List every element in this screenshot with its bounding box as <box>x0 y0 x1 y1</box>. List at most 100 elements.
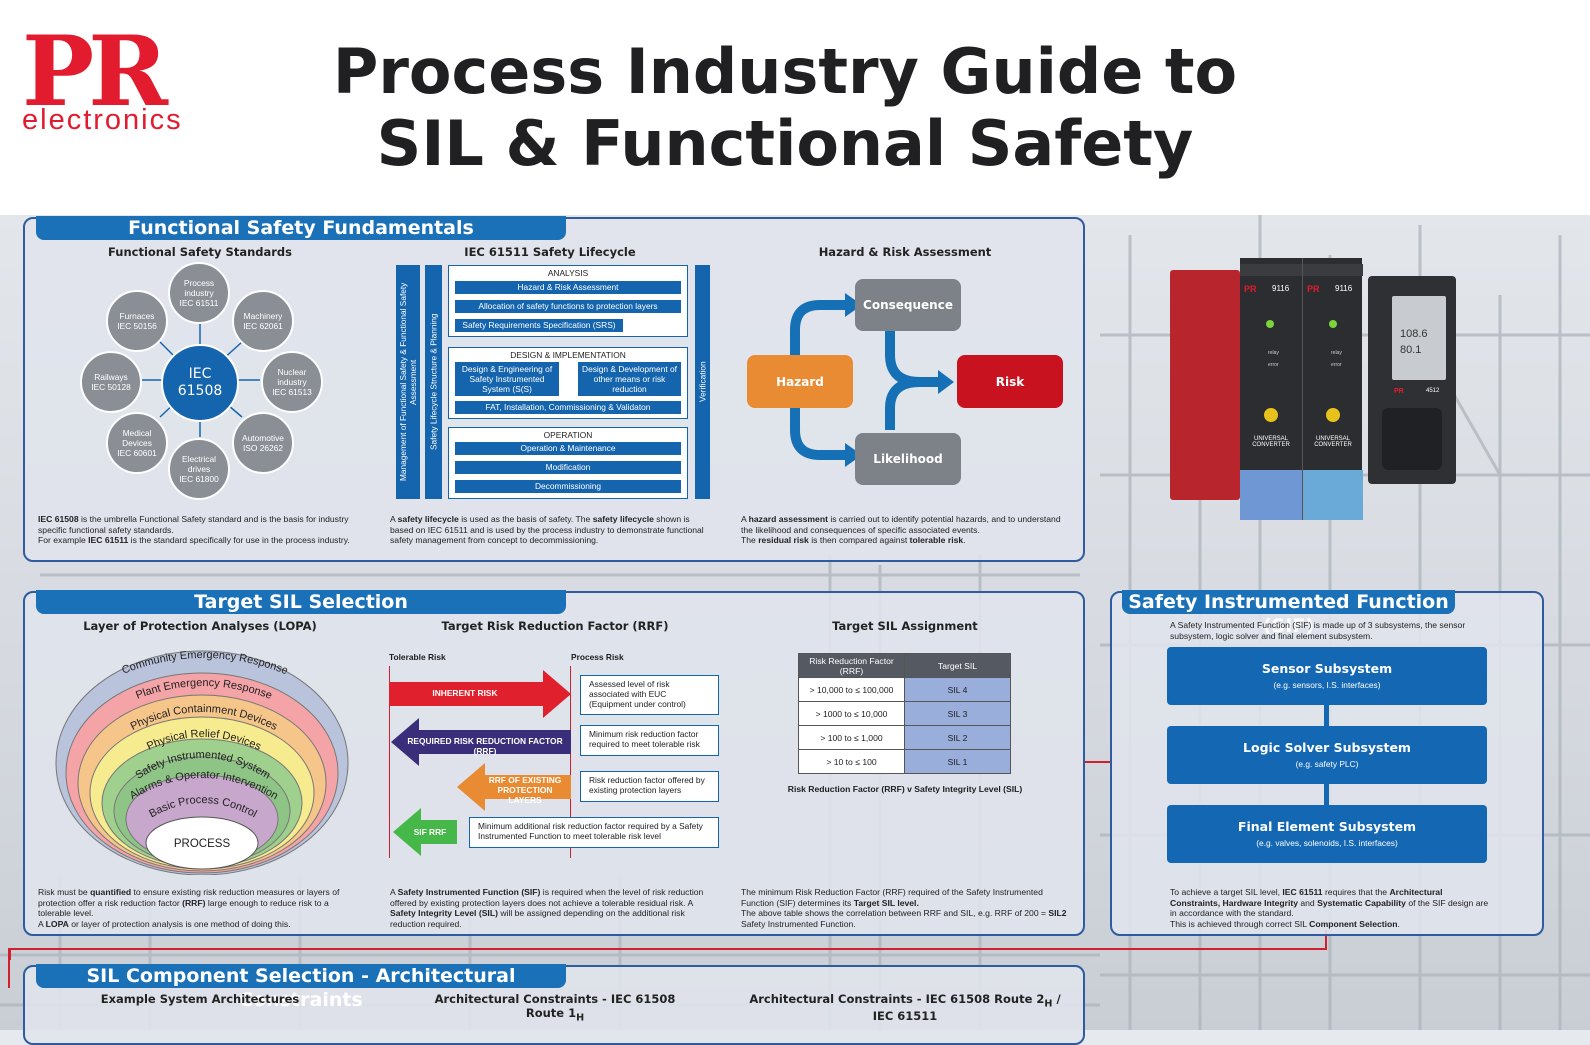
lcd-value-1: 108.6 <box>1400 328 1428 340</box>
note-text: is then compared against <box>808 535 910 545</box>
note-text: The <box>741 535 759 545</box>
note-text: A <box>38 918 46 929</box>
note-text: requires that the <box>1322 887 1390 897</box>
hub-line-1: IEC <box>188 366 212 382</box>
note-text: to ensure existing risk reduction measur… <box>38 887 340 908</box>
note-text: The minimum Risk Reduction Factor (RRF) … <box>741 887 1043 908</box>
pr-mark: PR <box>1244 284 1257 294</box>
converter-red-housing <box>1170 270 1240 500</box>
note-text: Safety Instrumented Function. <box>741 918 856 929</box>
table-cell: > 100 to ≤ 1,000 <box>798 725 905 750</box>
note-bold: residual risk <box>758 535 809 545</box>
lifecycle-management-bar: Management of Functional Safety & Functi… <box>396 265 420 499</box>
standards-title: Functional Safety Standards <box>107 245 293 259</box>
node-line: Devices <box>122 438 152 448</box>
step-fat: FAT, Installation, Commissioning & Valid… <box>455 401 681 414</box>
node-line: Nuclear <box>277 367 307 377</box>
note-bold: IEC 61508 <box>38 514 79 524</box>
note-bold: IEC 61511 <box>88 535 129 545</box>
assignment-title: Target SIL Assignment <box>832 619 978 633</box>
note-bold: Target SIL level. <box>853 897 919 908</box>
step-operation: Operation & Maintenance <box>455 442 681 455</box>
node-line: industry <box>184 288 214 298</box>
note-bold: hazard assessment <box>748 514 828 524</box>
lifecycle-planning-bar: Safety Lifecycle Structure & Planning <box>425 265 442 499</box>
col-rrf: Risk Reduction Factor (RRF) <box>798 653 905 678</box>
note-text: is the standard specifically for use in … <box>128 535 350 545</box>
node-line: Process <box>183 278 215 288</box>
node-line: Electrical <box>182 454 216 464</box>
sub-subscript: H <box>1044 998 1053 1010</box>
model-label-b: 9116 <box>1335 284 1353 293</box>
step-sis-design: Design & Engineering of Safety Instrumen… <box>455 362 559 396</box>
sil-table-caption: Risk Reduction Factor (RRF) v Safety Int… <box>787 784 1023 794</box>
note-bold: tolerable risk <box>909 535 964 545</box>
node-line: IEC 61800 <box>179 474 219 484</box>
converter-label-b: UNIVERSAL CONVERTER <box>1314 436 1352 448</box>
lopa-title: Layer of Protection Analyses (LOPA) <box>83 619 317 633</box>
step-other-means: Design & Development of other means or r… <box>578 362 681 396</box>
final-element-subsystem: Final Element Subsystem(e.g. valves, sol… <box>1167 805 1487 863</box>
node-line: drives <box>187 464 211 474</box>
node-line: Automotive <box>242 433 284 443</box>
note-text: A <box>741 514 749 524</box>
note-text: The above table shows the correlation be… <box>741 908 1049 918</box>
note-bold: IEC 61511 <box>1282 887 1323 897</box>
process-line <box>570 666 571 858</box>
lopa-note: Risk must be quantified to ensure existi… <box>38 887 363 929</box>
status-led <box>1329 320 1337 328</box>
rrf-note-box-3: Risk reduction factor offered by existin… <box>580 771 719 802</box>
final-subtitle: (e.g. valves, solenoids, I.S. interfaces… <box>1256 838 1398 848</box>
note-text: and <box>1297 897 1318 908</box>
rrf-note-box-4: Minimum additional risk reduction factor… <box>469 817 719 848</box>
step-modification: Modification <box>455 461 681 474</box>
rrf-title: Target Risk Reduction Factor (RRF) <box>441 619 669 633</box>
operation-label: OPERATION <box>543 430 593 440</box>
node-line: Machinery <box>243 311 283 321</box>
architecture-sub-3: Architectural Constraints - IEC 61508 Ro… <box>740 992 1070 1023</box>
architecture-sub-2: Architectural Constraints - IEC 61508 Ro… <box>420 992 690 1023</box>
table-cell: SIL 3 <box>904 701 1011 726</box>
table-cell: SIL 2 <box>904 725 1011 750</box>
table-cell: SIL 1 <box>904 749 1011 774</box>
note-text: is the umbrella Functional Safety standa… <box>38 514 349 535</box>
red-connector-vertical <box>1325 930 1327 950</box>
likelihood-box: Likelihood <box>855 433 961 485</box>
page-title: Process Industry Guide to SIL & Function… <box>300 36 1270 180</box>
architecture-sub-1: Example System Architectures <box>100 992 300 1006</box>
step-decommissioning: Decommissioning <box>455 480 681 493</box>
red-connector <box>8 948 1326 950</box>
title-line-2: SIL & Functional Safety <box>376 107 1194 180</box>
logic-title: Logic Solver Subsystem <box>1243 740 1411 755</box>
note-text: is carried out to identify potential haz… <box>741 514 1061 535</box>
note-text: . <box>1397 918 1400 929</box>
note-text: large enough to reduce risk to a tolerab… <box>38 897 329 919</box>
pr-mark: PR <box>1394 388 1404 395</box>
sif-title: Safety Instrumented Function (SIF) <box>1122 590 1455 637</box>
note-text: or layer of protection analysis is one m… <box>68 918 291 929</box>
logic-subtitle: (e.g. safety PLC) <box>1295 759 1359 769</box>
pr-mark: PR <box>1307 284 1320 294</box>
step-srs: Safety Requirements Specification (SRS) <box>455 319 623 332</box>
sub-text: Architectural Constraints - IEC 61508 Ro… <box>749 992 1045 1006</box>
table-cell: > 10 to ≤ 100 <box>798 749 905 774</box>
error-label: error <box>1331 362 1342 368</box>
note-text: is used as the basis of safety. The <box>458 514 593 524</box>
pr-logo: PR <box>22 15 168 128</box>
table-cell: > 1000 to ≤ 10,000 <box>798 701 905 726</box>
step-hazard-assessment: Hazard & Risk Assessment <box>455 281 681 294</box>
status-led <box>1266 320 1274 328</box>
sensor-title: Sensor Subsystem <box>1261 661 1393 676</box>
note-bold: Systematic Capability <box>1317 897 1406 908</box>
terminal-strip <box>1240 264 1302 276</box>
terminal-block <box>1240 470 1302 520</box>
note-text: is required when the level of risk reduc… <box>390 887 704 908</box>
lopa-process-label: PROCESS <box>174 838 231 850</box>
